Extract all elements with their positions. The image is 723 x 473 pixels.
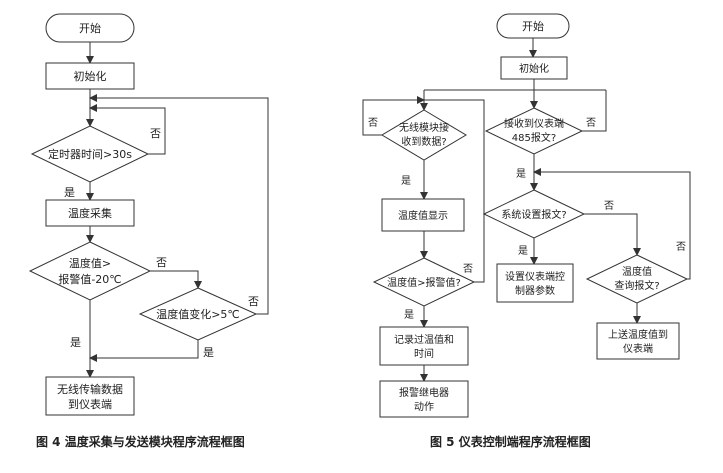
figure-5: 开始 初始化 无线模块接 收到数据? 否 是 温度值显示 温度值>报警值? 否 … bbox=[362, 13, 691, 449]
fig5-sysset-no-label: 否 bbox=[604, 200, 614, 212]
figure-4: 开始 初始化 定时器时间>30s 否 是 温度采集 温度值> 报警值-20℃ 否… bbox=[28, 13, 269, 449]
fig5-alarm-label: 温度值>报警值? bbox=[387, 276, 461, 289]
fig5-wireless-label-2: 收到数据? bbox=[401, 135, 446, 148]
fig5-wireless-yes-label: 是 bbox=[401, 175, 411, 187]
fig5-edge-wireless-no bbox=[362, 96, 425, 136]
fig4-init-label: 初始化 bbox=[74, 69, 107, 83]
fig4-edge-change-no bbox=[89, 94, 269, 315]
fig5-relay-label-1: 报警继电器 bbox=[399, 386, 449, 399]
fig5-edge-query-no bbox=[533, 168, 691, 280]
fig4-change-yes-label: 是 bbox=[203, 346, 214, 359]
fig5-init-label: 初始化 bbox=[519, 62, 549, 75]
fig5-relay-label-2: 动作 bbox=[414, 401, 434, 413]
fig5-caption: 图 5 仪表控制端程序流程框图 bbox=[430, 434, 591, 449]
fig4-alarm-label-2: 报警值-20℃ bbox=[58, 272, 121, 286]
fig5-relay-node bbox=[379, 380, 469, 418]
fig5-start-label: 开始 bbox=[522, 19, 544, 33]
fig5-record-label-1: 记录过温值和 bbox=[394, 333, 454, 346]
fig4-edge-alarm-no bbox=[150, 270, 202, 289]
fig5-msg485-decision bbox=[484, 107, 584, 155]
fig4-caption: 图 4 温度采集与发送模块程序流程框图 bbox=[36, 434, 245, 449]
fig4-timer-label: 定时器时间>30s bbox=[48, 147, 132, 161]
fig5-upload-label-2: 仪表端 bbox=[623, 342, 653, 355]
fig5-sysset-label: 系统设置报文? bbox=[501, 208, 566, 221]
fig5-edge-sysset-no bbox=[584, 213, 641, 256]
fig5-record-node bbox=[379, 326, 469, 366]
fig5-msg485-yes-label: 是 bbox=[516, 168, 526, 180]
fig5-query-decision bbox=[585, 254, 689, 304]
fig4-transmit-label-2: 到仪表端 bbox=[68, 397, 112, 411]
fig4-transmit-label-1: 无线传输数据 bbox=[57, 382, 123, 396]
fig4-alarm-yes-label: 是 bbox=[70, 336, 81, 349]
fig4-init-node bbox=[45, 62, 135, 90]
fig5-wireless-decision bbox=[381, 109, 467, 161]
fig4-start-label: 开始 bbox=[79, 21, 101, 35]
fig5-query-no-label: 否 bbox=[676, 241, 686, 253]
fig5-display-node bbox=[381, 198, 465, 232]
fig4-transmit-node bbox=[45, 376, 135, 416]
fig5-setparam-label-2: 制器参数 bbox=[515, 284, 555, 297]
fig5-setparam-node bbox=[496, 263, 574, 303]
fig5-query-label-2: 查询报文? bbox=[614, 279, 659, 292]
fig5-msg485-label-2: 485报文? bbox=[512, 131, 556, 144]
fig5-msg485-no-label: 否 bbox=[586, 117, 596, 129]
fig5-alarm-no-label: 否 bbox=[463, 263, 473, 275]
fig5-msg485-label-1: 接收到仪表端 bbox=[504, 117, 564, 130]
fig4-timer-no-label: 否 bbox=[150, 127, 161, 140]
fig4-change-no-label: 否 bbox=[248, 295, 259, 308]
fig5-record-label-2: 时间 bbox=[414, 347, 434, 360]
fig5-upload-node bbox=[596, 322, 680, 360]
fig4-collect-label: 温度采集 bbox=[68, 206, 112, 220]
fig4-edge-change-yes bbox=[89, 340, 199, 362]
fig5-edge-msg485-no bbox=[582, 90, 607, 132]
fig4-alarm-no-label: 否 bbox=[156, 256, 167, 269]
fig5-display-label: 温度值显示 bbox=[398, 209, 448, 222]
fig5-sysset-yes-label: 是 bbox=[518, 245, 528, 257]
fig4-change-label: 温度值变化>5℃ bbox=[156, 307, 240, 321]
fig4-alarm-decision bbox=[28, 241, 152, 301]
fig5-upload-label-1: 上送温度值到 bbox=[608, 328, 668, 341]
fig5-edge-alarm-no bbox=[424, 99, 485, 283]
fig5-wireless-no-label: 否 bbox=[368, 117, 378, 129]
fig5-wireless-label-1: 无线模块接 bbox=[399, 121, 449, 134]
fig4-edge-timer-no bbox=[89, 104, 166, 155]
fig4-timer-yes-label: 是 bbox=[64, 186, 75, 199]
fig5-alarm-yes-label: 是 bbox=[404, 309, 414, 321]
fig4-alarm-label-1: 温度值> bbox=[69, 256, 111, 270]
fig5-setparam-label-1: 设置仪表端控 bbox=[505, 270, 565, 283]
fig5-query-label-1: 温度值 bbox=[622, 265, 652, 278]
